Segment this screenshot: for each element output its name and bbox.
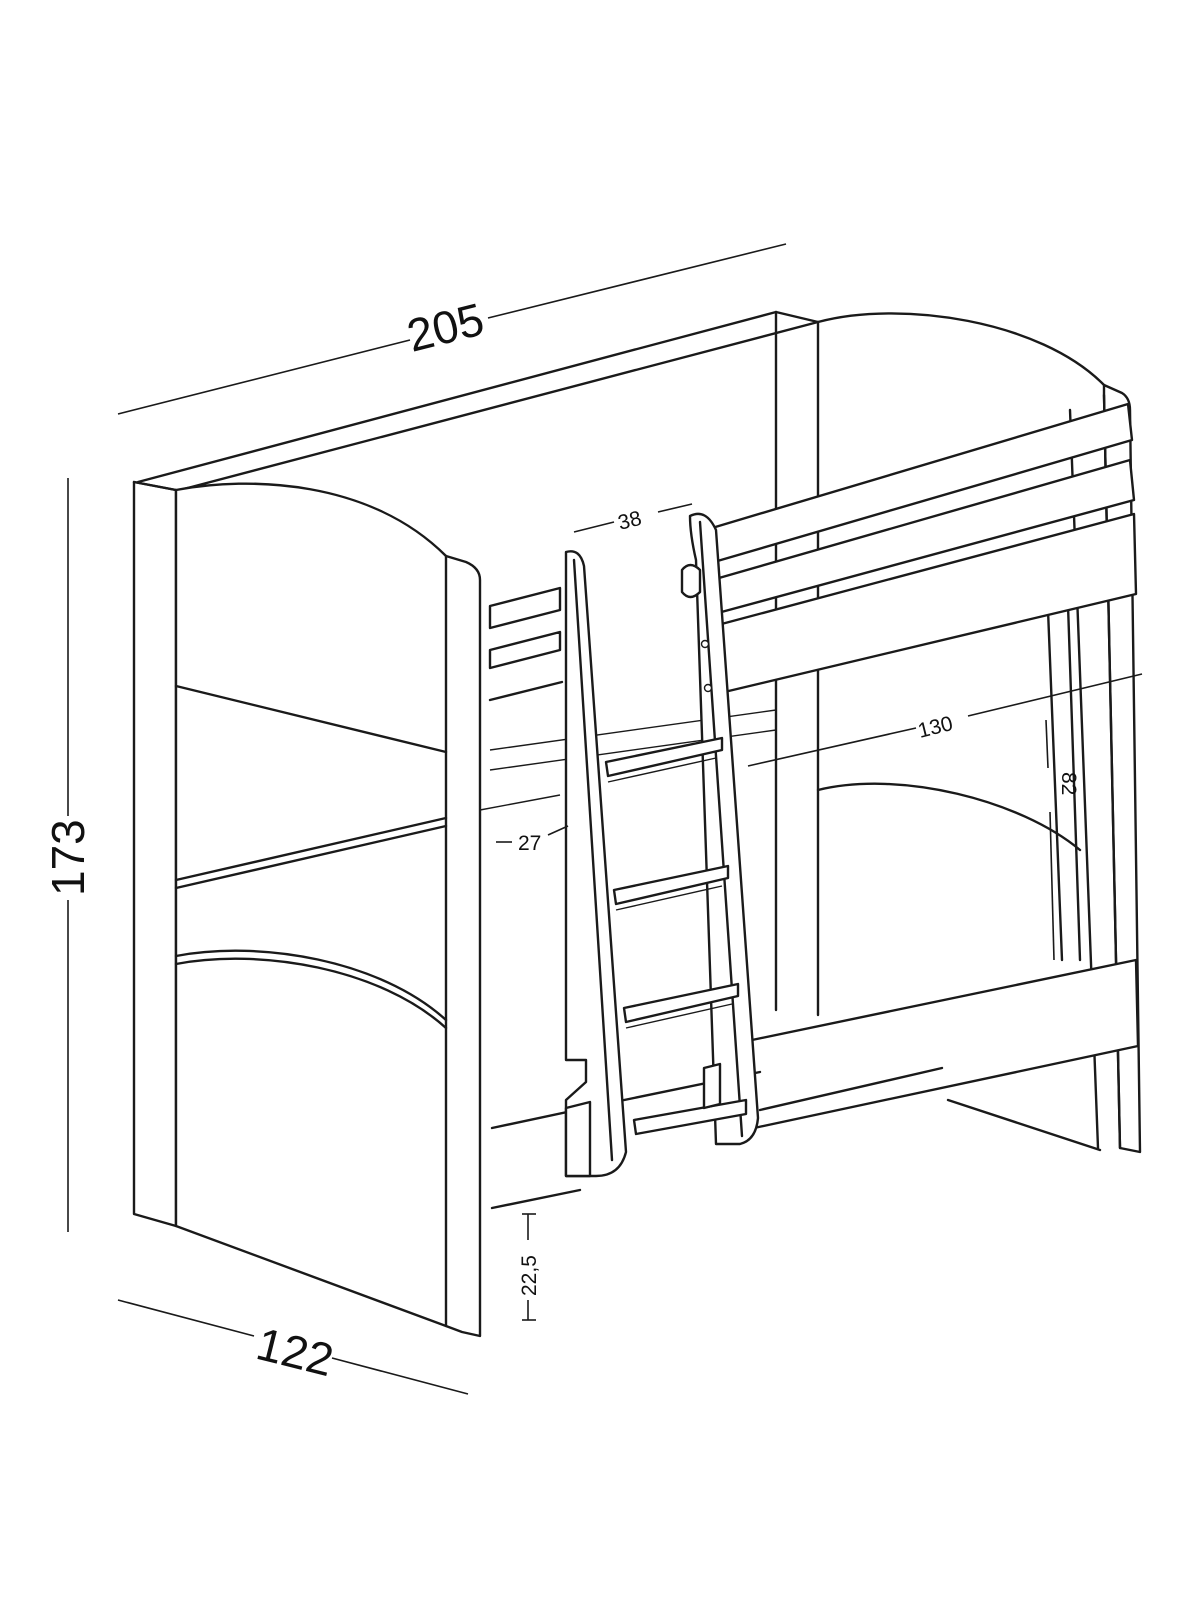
dim-length-label: 205 [402,293,489,362]
dim-ladder-width-label: 38 [616,507,644,535]
ladder [564,512,760,1178]
left-end-panel [132,480,482,1338]
dim-ladder-offset-label: 27 [518,832,541,855]
dim-height-label: 173 [42,819,94,896]
dim-floor-clearance-label: 22,5 [518,1255,541,1296]
dimension-lines [67,243,1143,1395]
dim-width-label: 122 [252,1317,339,1386]
dim-mattress-length-label: 130 [916,712,956,743]
guard-rails [488,402,1138,702]
dim-bed-gap-label: 82 [1057,772,1080,795]
